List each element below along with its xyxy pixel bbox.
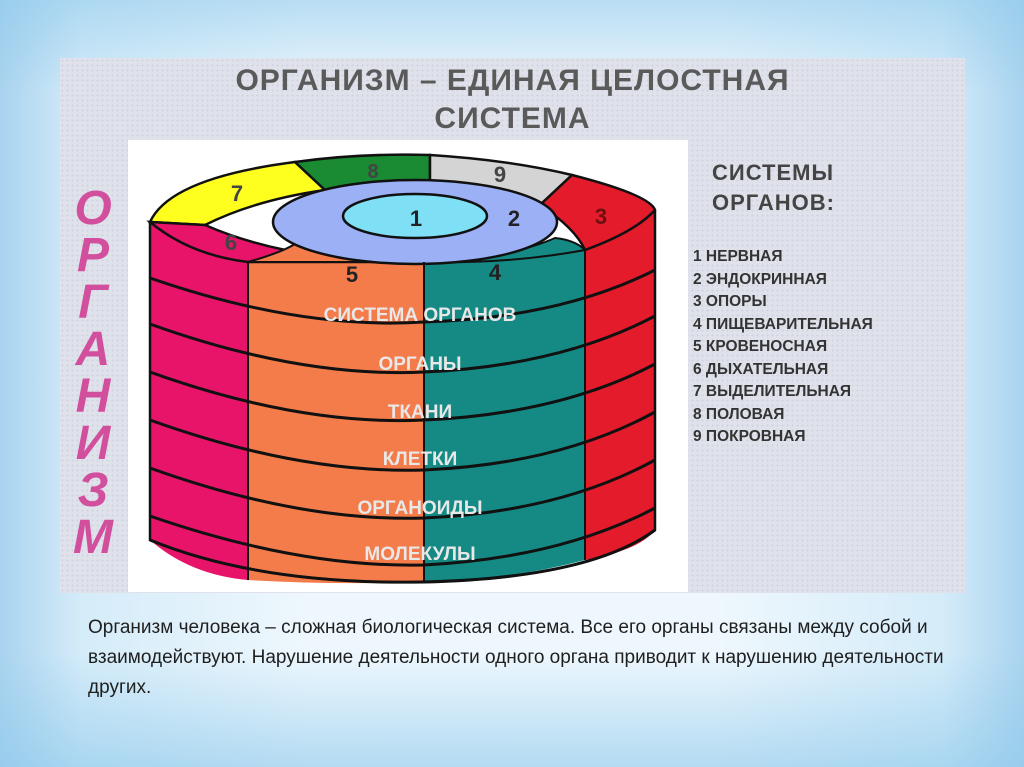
level-label: ОРГАНЫ [378, 354, 461, 375]
level-label: МОЛЕКУЛЫ [364, 544, 475, 565]
sector-number: 3 [595, 204, 607, 229]
cylinder-band-orange [248, 262, 424, 584]
slide-title: ОРГАНИЗМ – ЕДИНАЯ ЦЕЛОСТНАЯ СИСТЕМА [60, 62, 965, 138]
cylinder-band-pink [150, 222, 248, 580]
list-item: 8 ПОЛОВАЯ [693, 405, 785, 423]
cylinder-outline [148, 210, 657, 584]
vertical-letter: А [75, 323, 111, 376]
level-label: ОРГАНОИДЫ [357, 498, 482, 519]
sector-number: 6 [225, 230, 237, 255]
vertical-letter: З [77, 464, 109, 517]
vertical-letter: Г [78, 276, 108, 329]
sector-number: 9 [494, 162, 506, 187]
list-item: 2 ЭНДОКРИННАЯ [693, 270, 827, 288]
cylinder-band-teal [424, 250, 585, 582]
list-item: 3 ОПОРЫ [693, 293, 767, 310]
level-label: КЛЕТКИ [383, 449, 457, 470]
sector-number: 5 [346, 262, 358, 287]
vertical-letter: И [75, 417, 111, 470]
vertical-letter: Р [76, 229, 109, 282]
list-item: 7 ВЫДЕЛИТЕЛЬНАЯ [693, 383, 852, 400]
list-item: 4 ПИЩЕВАРИТЕЛЬНАЯ [693, 315, 873, 333]
sector-number: 8 [367, 161, 378, 183]
vertical-letter: Н [75, 370, 111, 423]
core-1 [341, 192, 489, 240]
list-item: 5 КРОВЕНОСНАЯ [693, 338, 828, 355]
list-item: 9 ПОКРОВНАЯ [693, 428, 806, 445]
caption-text: Организм человека – сложная биологическа… [88, 617, 944, 698]
level-label: ТКАНИ [388, 402, 452, 423]
cylinder-band-red [585, 210, 655, 560]
systems-heading-line-1: СИСТЕМЫ [712, 160, 835, 185]
vertical-word-organism: О Р Г А Н И З М [62, 182, 124, 564]
title-line-1: ОРГАНИЗМ – ЕДИНАЯ ЦЕЛОСТНАЯ [235, 64, 790, 97]
title-line-2: СИСТЕМА [434, 102, 591, 135]
sector-number: 2 [508, 206, 520, 231]
systems-heading-line-2: ОРГАНОВ: [712, 190, 835, 215]
vertical-letter: М [73, 511, 113, 564]
systems-heading: СИСТЕМЫ ОРГАНОВ: [712, 158, 912, 218]
list-item: 6 ДЫХАТЕЛЬНАЯ [693, 360, 829, 378]
sector-number: 1 [410, 206, 422, 231]
systems-list: 1 НЕРВНАЯ 2 ЭНДОКРИННАЯ 3 ОПОРЫ 4 ПИЩЕВА… [693, 246, 963, 449]
sector-red-3 [537, 173, 657, 252]
level-label: СИСТЕМА ОРГАНОВ [324, 305, 517, 326]
list-item: 1 НЕРВНАЯ [693, 248, 783, 265]
vertical-letter: О [74, 182, 112, 235]
sector-number: 4 [489, 260, 502, 285]
sector-number: 7 [231, 181, 243, 206]
